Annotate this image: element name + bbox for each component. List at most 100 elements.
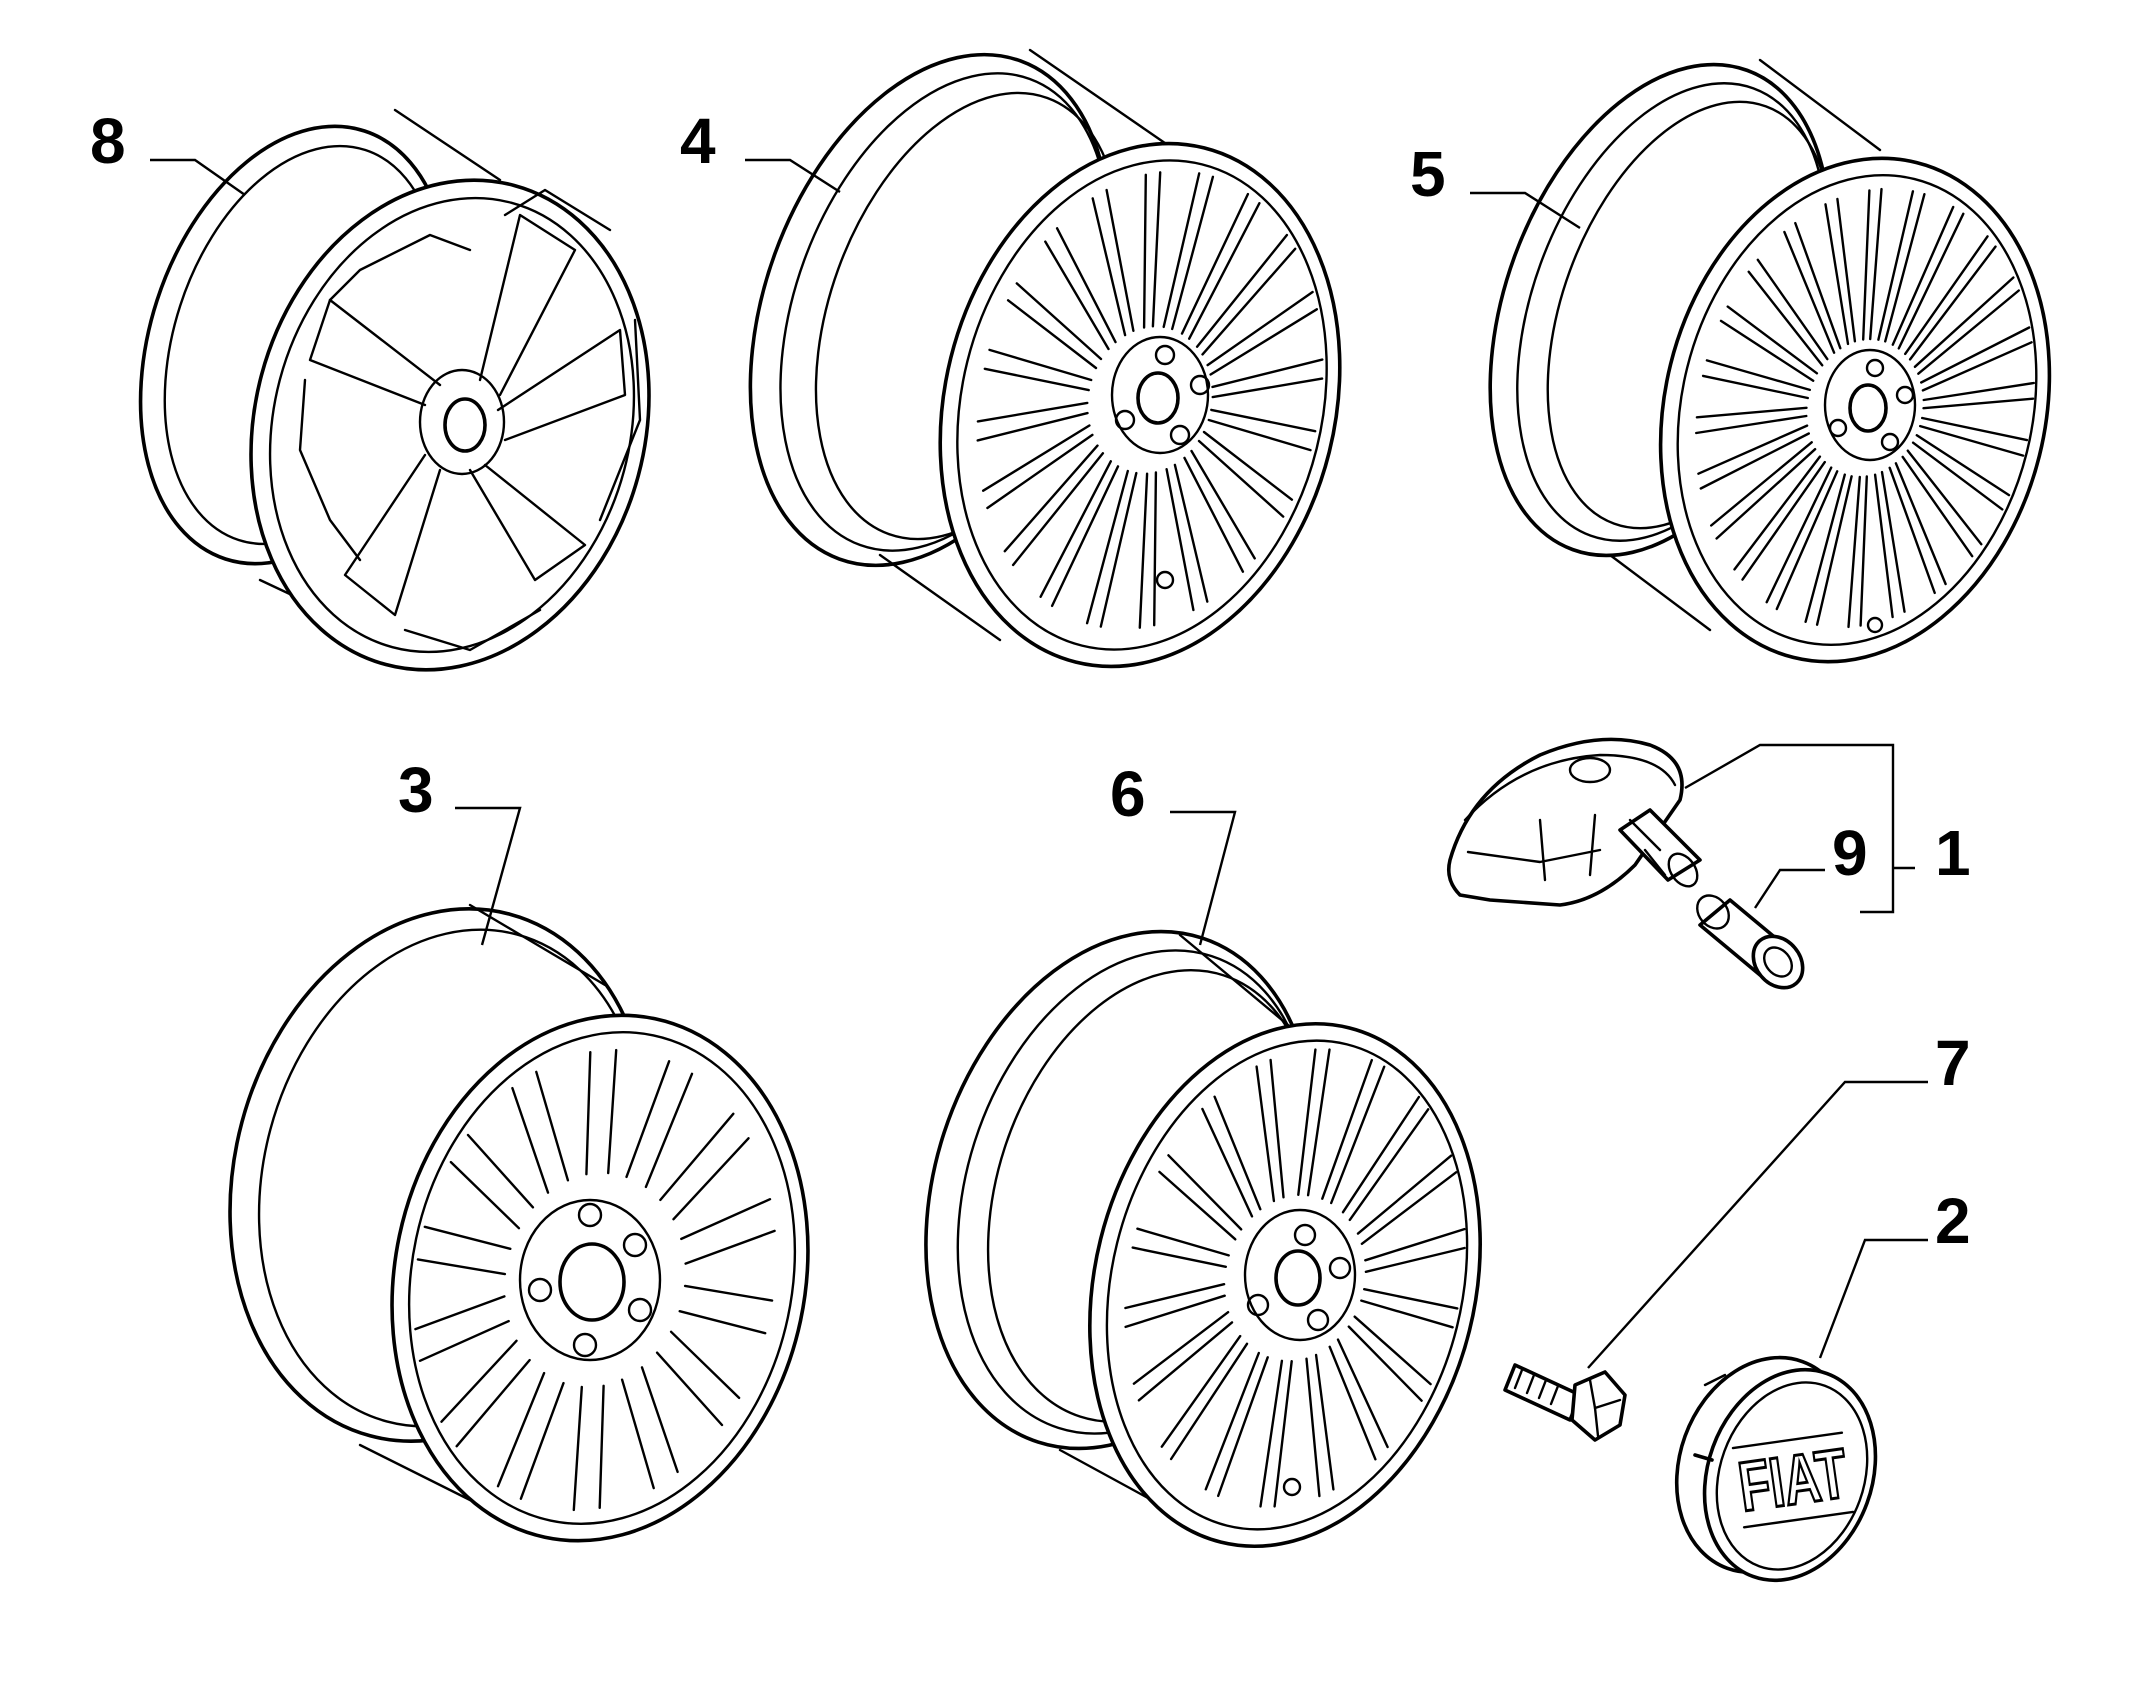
callout-4: 4 bbox=[680, 105, 716, 177]
spoke bbox=[1206, 290, 1318, 376]
spoke bbox=[982, 424, 1094, 510]
spoke bbox=[414, 1295, 510, 1362]
spoke bbox=[1804, 473, 1853, 626]
spoke bbox=[1003, 444, 1105, 567]
spoke bbox=[1180, 192, 1261, 340]
spoke bbox=[1085, 469, 1138, 628]
wheel-5-spokes bbox=[1695, 187, 2035, 629]
spoke bbox=[655, 1330, 741, 1427]
spoke bbox=[983, 348, 1093, 392]
spoke bbox=[625, 1060, 694, 1189]
spoke bbox=[1321, 1058, 1386, 1205]
spoke bbox=[1873, 470, 1906, 619]
spoke bbox=[1347, 1315, 1432, 1402]
callout-7: 7 bbox=[1935, 1027, 1971, 1099]
callout-2: 2 bbox=[1935, 1185, 1971, 1257]
spoke bbox=[678, 1284, 774, 1335]
callout-8: 8 bbox=[90, 105, 126, 177]
spoke bbox=[1132, 1311, 1234, 1402]
wheel-bolt bbox=[1503, 1363, 1627, 1442]
spoke bbox=[1888, 462, 1947, 595]
spoke bbox=[1006, 282, 1103, 370]
wheel-4 bbox=[748, 48, 1342, 669]
callout-9: 9 bbox=[1832, 817, 1868, 889]
spoke bbox=[511, 1070, 570, 1194]
spoke bbox=[1131, 1227, 1230, 1268]
spoke bbox=[1341, 1095, 1430, 1222]
spoke bbox=[1697, 424, 1810, 490]
spoke bbox=[1039, 460, 1120, 608]
spoke bbox=[1364, 1227, 1466, 1273]
wheel-3-spokes bbox=[414, 1048, 776, 1512]
spoke bbox=[1201, 1095, 1262, 1218]
spoke bbox=[1847, 475, 1868, 629]
spoke bbox=[1891, 205, 1965, 350]
spoke bbox=[1091, 188, 1135, 337]
spoke bbox=[1360, 1288, 1459, 1329]
spoke bbox=[1877, 190, 1926, 343]
spoke bbox=[416, 1225, 512, 1276]
callout-5: 5 bbox=[1410, 138, 1446, 210]
wheel-6-spokes bbox=[1124, 1048, 1466, 1508]
spoke bbox=[1160, 1334, 1249, 1461]
valve-cap bbox=[1696, 894, 1805, 990]
spoke bbox=[1733, 455, 1826, 581]
spoke bbox=[1919, 416, 2029, 457]
callout-1: 1 bbox=[1935, 817, 1971, 889]
spoke bbox=[1710, 441, 1817, 540]
callout-3: 3 bbox=[398, 754, 434, 826]
spoke bbox=[1920, 326, 2033, 392]
spoke bbox=[620, 1366, 679, 1490]
spoke bbox=[1165, 463, 1209, 612]
callout-6: 6 bbox=[1110, 758, 1146, 830]
emblem-text: FIAT bbox=[1734, 1434, 1852, 1526]
spoke bbox=[585, 1048, 618, 1176]
spoke bbox=[1904, 235, 1997, 361]
spoke bbox=[1783, 221, 1842, 354]
spoke bbox=[1356, 1154, 1458, 1245]
spoke bbox=[1695, 406, 1808, 435]
spoke bbox=[572, 1384, 605, 1512]
spoke bbox=[1765, 466, 1839, 611]
spoke bbox=[496, 1371, 565, 1500]
wheel-8 bbox=[138, 108, 651, 672]
center-cap: FIAT bbox=[1674, 1355, 1878, 1583]
spoke bbox=[1922, 381, 2035, 410]
spoke bbox=[1183, 449, 1256, 573]
spoke bbox=[1204, 1351, 1269, 1498]
wheel-6 bbox=[924, 929, 1482, 1549]
spoke bbox=[1044, 227, 1117, 351]
spoke bbox=[659, 1112, 750, 1221]
callout-numbers: 8 4 5 3 6 9 1 7 2 bbox=[90, 105, 1971, 1257]
spoke bbox=[1158, 1154, 1243, 1241]
spoke bbox=[1124, 1283, 1226, 1329]
spoke bbox=[1142, 171, 1162, 329]
wheel-4-spokes bbox=[976, 171, 1324, 629]
spoke bbox=[1197, 430, 1294, 518]
spoke bbox=[1911, 434, 2011, 511]
spoke bbox=[1195, 233, 1297, 356]
wheel-5 bbox=[1488, 58, 2052, 664]
spoke bbox=[1719, 305, 1819, 382]
spoke bbox=[449, 1133, 535, 1230]
spoke bbox=[1862, 187, 1883, 341]
spoke bbox=[976, 401, 1089, 442]
wheel-3 bbox=[228, 903, 810, 1543]
spoke bbox=[1138, 471, 1158, 629]
spoke bbox=[1297, 1048, 1331, 1197]
spoke bbox=[1207, 408, 1317, 452]
spoke bbox=[1162, 172, 1215, 331]
spoke bbox=[1747, 258, 1829, 367]
tpms-sensor bbox=[1446, 737, 1702, 907]
spoke bbox=[1701, 359, 1811, 400]
spoke bbox=[1901, 449, 1983, 558]
spoke bbox=[1305, 1353, 1335, 1498]
spoke bbox=[1211, 358, 1324, 399]
leader-lines bbox=[150, 158, 1928, 1369]
wheel-8-spokes bbox=[298, 188, 642, 652]
spoke bbox=[680, 1198, 776, 1265]
spoke bbox=[1824, 197, 1857, 346]
spoke bbox=[1259, 1359, 1293, 1508]
spoke bbox=[440, 1339, 531, 1448]
